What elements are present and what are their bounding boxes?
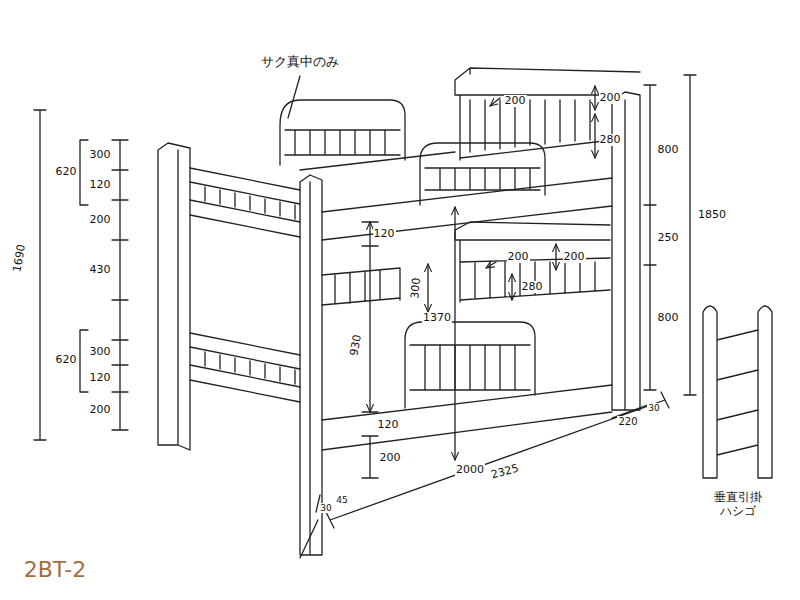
- dimension-value: 200: [379, 452, 402, 465]
- dimension-arrow: [427, 264, 428, 312]
- dimension-line: [300, 392, 669, 558]
- dimension-line: [34, 110, 128, 440]
- dimension-value: 220: [617, 416, 638, 428]
- dimension-value: 930: [348, 333, 364, 358]
- dimension-arrow: [555, 244, 556, 270]
- dimension-value: 200: [563, 251, 586, 264]
- dimension-arrow: [594, 114, 595, 158]
- end-panel: [190, 168, 300, 237]
- dimension-value: 280: [599, 134, 622, 147]
- dimension-arrow: [511, 274, 512, 300]
- dimension-line: [644, 75, 696, 395]
- head-shelf: [455, 222, 610, 302]
- guard-rail: [280, 100, 405, 165]
- dimension-value: 200: [507, 251, 530, 264]
- dimension-arrow: [486, 262, 496, 268]
- leader-line: [288, 76, 300, 118]
- dimension-value: 1850: [697, 209, 727, 222]
- side-rail: [300, 152, 612, 240]
- dimension-value: 120: [89, 372, 112, 385]
- dimension-value: 430: [89, 264, 112, 277]
- dimension-value: 620: [55, 166, 78, 179]
- dimension-value: 250: [657, 232, 680, 245]
- dimension-value: 800: [657, 144, 680, 157]
- dimension-value: 620: [55, 354, 78, 367]
- dimension-value: 200: [89, 404, 112, 417]
- dimension-value: 120: [373, 228, 396, 241]
- dimension-value: 200: [89, 214, 112, 227]
- dimension-value: 120: [377, 419, 400, 432]
- bed-post: [158, 143, 190, 450]
- dimension-value: 2000: [455, 464, 485, 477]
- end-panel: [190, 333, 300, 402]
- head-shelf: [455, 68, 640, 160]
- dimension-value: 300: [409, 276, 424, 300]
- side-rail: [322, 385, 612, 450]
- dimension-line: [362, 222, 378, 478]
- dimension-value: 2325: [489, 462, 521, 482]
- dimension-value: 200: [599, 92, 622, 105]
- drawing-code: 2BT-2: [23, 557, 87, 582]
- dimension-value: 300: [89, 346, 112, 359]
- dimension-value: 800: [657, 312, 680, 325]
- dimension-value: 280: [521, 281, 544, 294]
- guard-rail: [420, 143, 545, 205]
- note-text: 垂直引掛 ハシゴ: [708, 491, 768, 519]
- dimension-value: 45: [335, 495, 348, 505]
- dimension-value: 120: [89, 179, 112, 192]
- dimension-arrow: [454, 207, 455, 460]
- dimension-arrow: [369, 222, 370, 412]
- dimension-value: 30: [319, 503, 332, 513]
- ladder: [703, 306, 772, 478]
- guard-rail: [405, 322, 535, 408]
- dimension-value: 30: [647, 403, 660, 413]
- dimension-value: 300: [89, 149, 112, 162]
- dimension-value: 200: [504, 95, 527, 108]
- dimension-arrow: [490, 98, 500, 106]
- note-text: サク真中のみ: [260, 55, 340, 70]
- guard-rail: [322, 268, 400, 305]
- dimension-arrow: [594, 86, 595, 110]
- dimension-value: 1690: [11, 242, 29, 274]
- dimension-value: 1370: [422, 312, 452, 325]
